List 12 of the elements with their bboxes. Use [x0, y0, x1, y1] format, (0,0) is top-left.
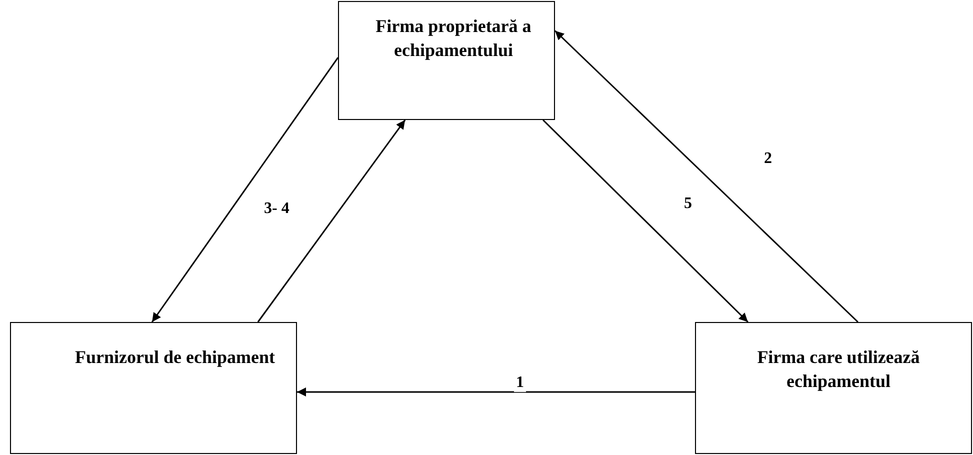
arrow [151, 57, 339, 322]
arrow [554, 30, 858, 323]
process-box [10, 322, 297, 454]
process-box [338, 1, 555, 120]
box-label: Firma proprietară a echipamentului [374, 15, 532, 62]
arrow [542, 119, 748, 323]
arrow [297, 387, 695, 396]
box-label: Firma care utilizează echipamentul [756, 346, 921, 393]
arrow [257, 120, 406, 322]
box-label: Furnizorul de echipament [75, 346, 276, 369]
edge-label: 1 [514, 374, 526, 392]
process-box [695, 322, 972, 454]
